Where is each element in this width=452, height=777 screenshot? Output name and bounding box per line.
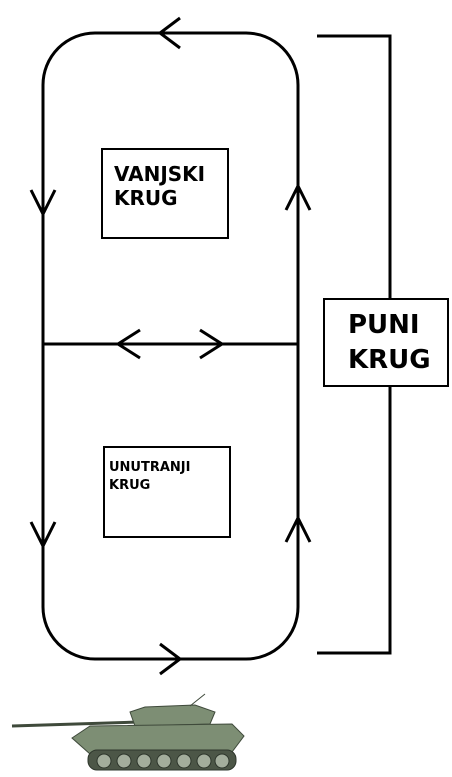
tank-icon (11, 693, 245, 771)
outer-circuit-label-line-2: KRUG (114, 186, 178, 211)
tank-wheel (156, 753, 172, 769)
left-upper-down-arrow (29, 189, 57, 218)
outer-circuit-label: VANJSKI KRUG (101, 148, 229, 239)
right-lower-up-arrow (284, 514, 312, 543)
track-loop (41, 31, 300, 661)
inner-circuit-label-line-2: KRUG (109, 477, 151, 493)
right-upper-up-arrow (284, 182, 312, 211)
tank-gun-barrel (11, 720, 141, 728)
tank-wheel (214, 753, 230, 769)
tank-wheel (96, 753, 112, 769)
full-circuit-label-line-1: PUNI (348, 310, 420, 340)
tank-wheel (176, 753, 192, 769)
connector-left-arrowhead (115, 328, 141, 360)
left-lower-down-arrow (29, 521, 57, 550)
tank-antenna (189, 693, 206, 707)
inner-circuit-label-line-1: UNUTRANJI (109, 460, 191, 475)
top-direction-arrow (157, 16, 181, 50)
tank-turret (129, 704, 216, 727)
full-circuit-label: PUNI KRUG (323, 298, 449, 387)
inner-circuit-label: UNUTRANJI KRUG (103, 446, 231, 538)
outer-circuit-label-line-1: VANJSKI (114, 162, 206, 186)
full-circuit-label-line-2: KRUG (348, 345, 431, 376)
bottom-direction-arrow (159, 642, 183, 676)
tank-wheel (196, 753, 212, 769)
tank-wheel (136, 753, 152, 769)
tank-wheel (116, 753, 132, 769)
connector-right-arrowhead (199, 328, 225, 360)
